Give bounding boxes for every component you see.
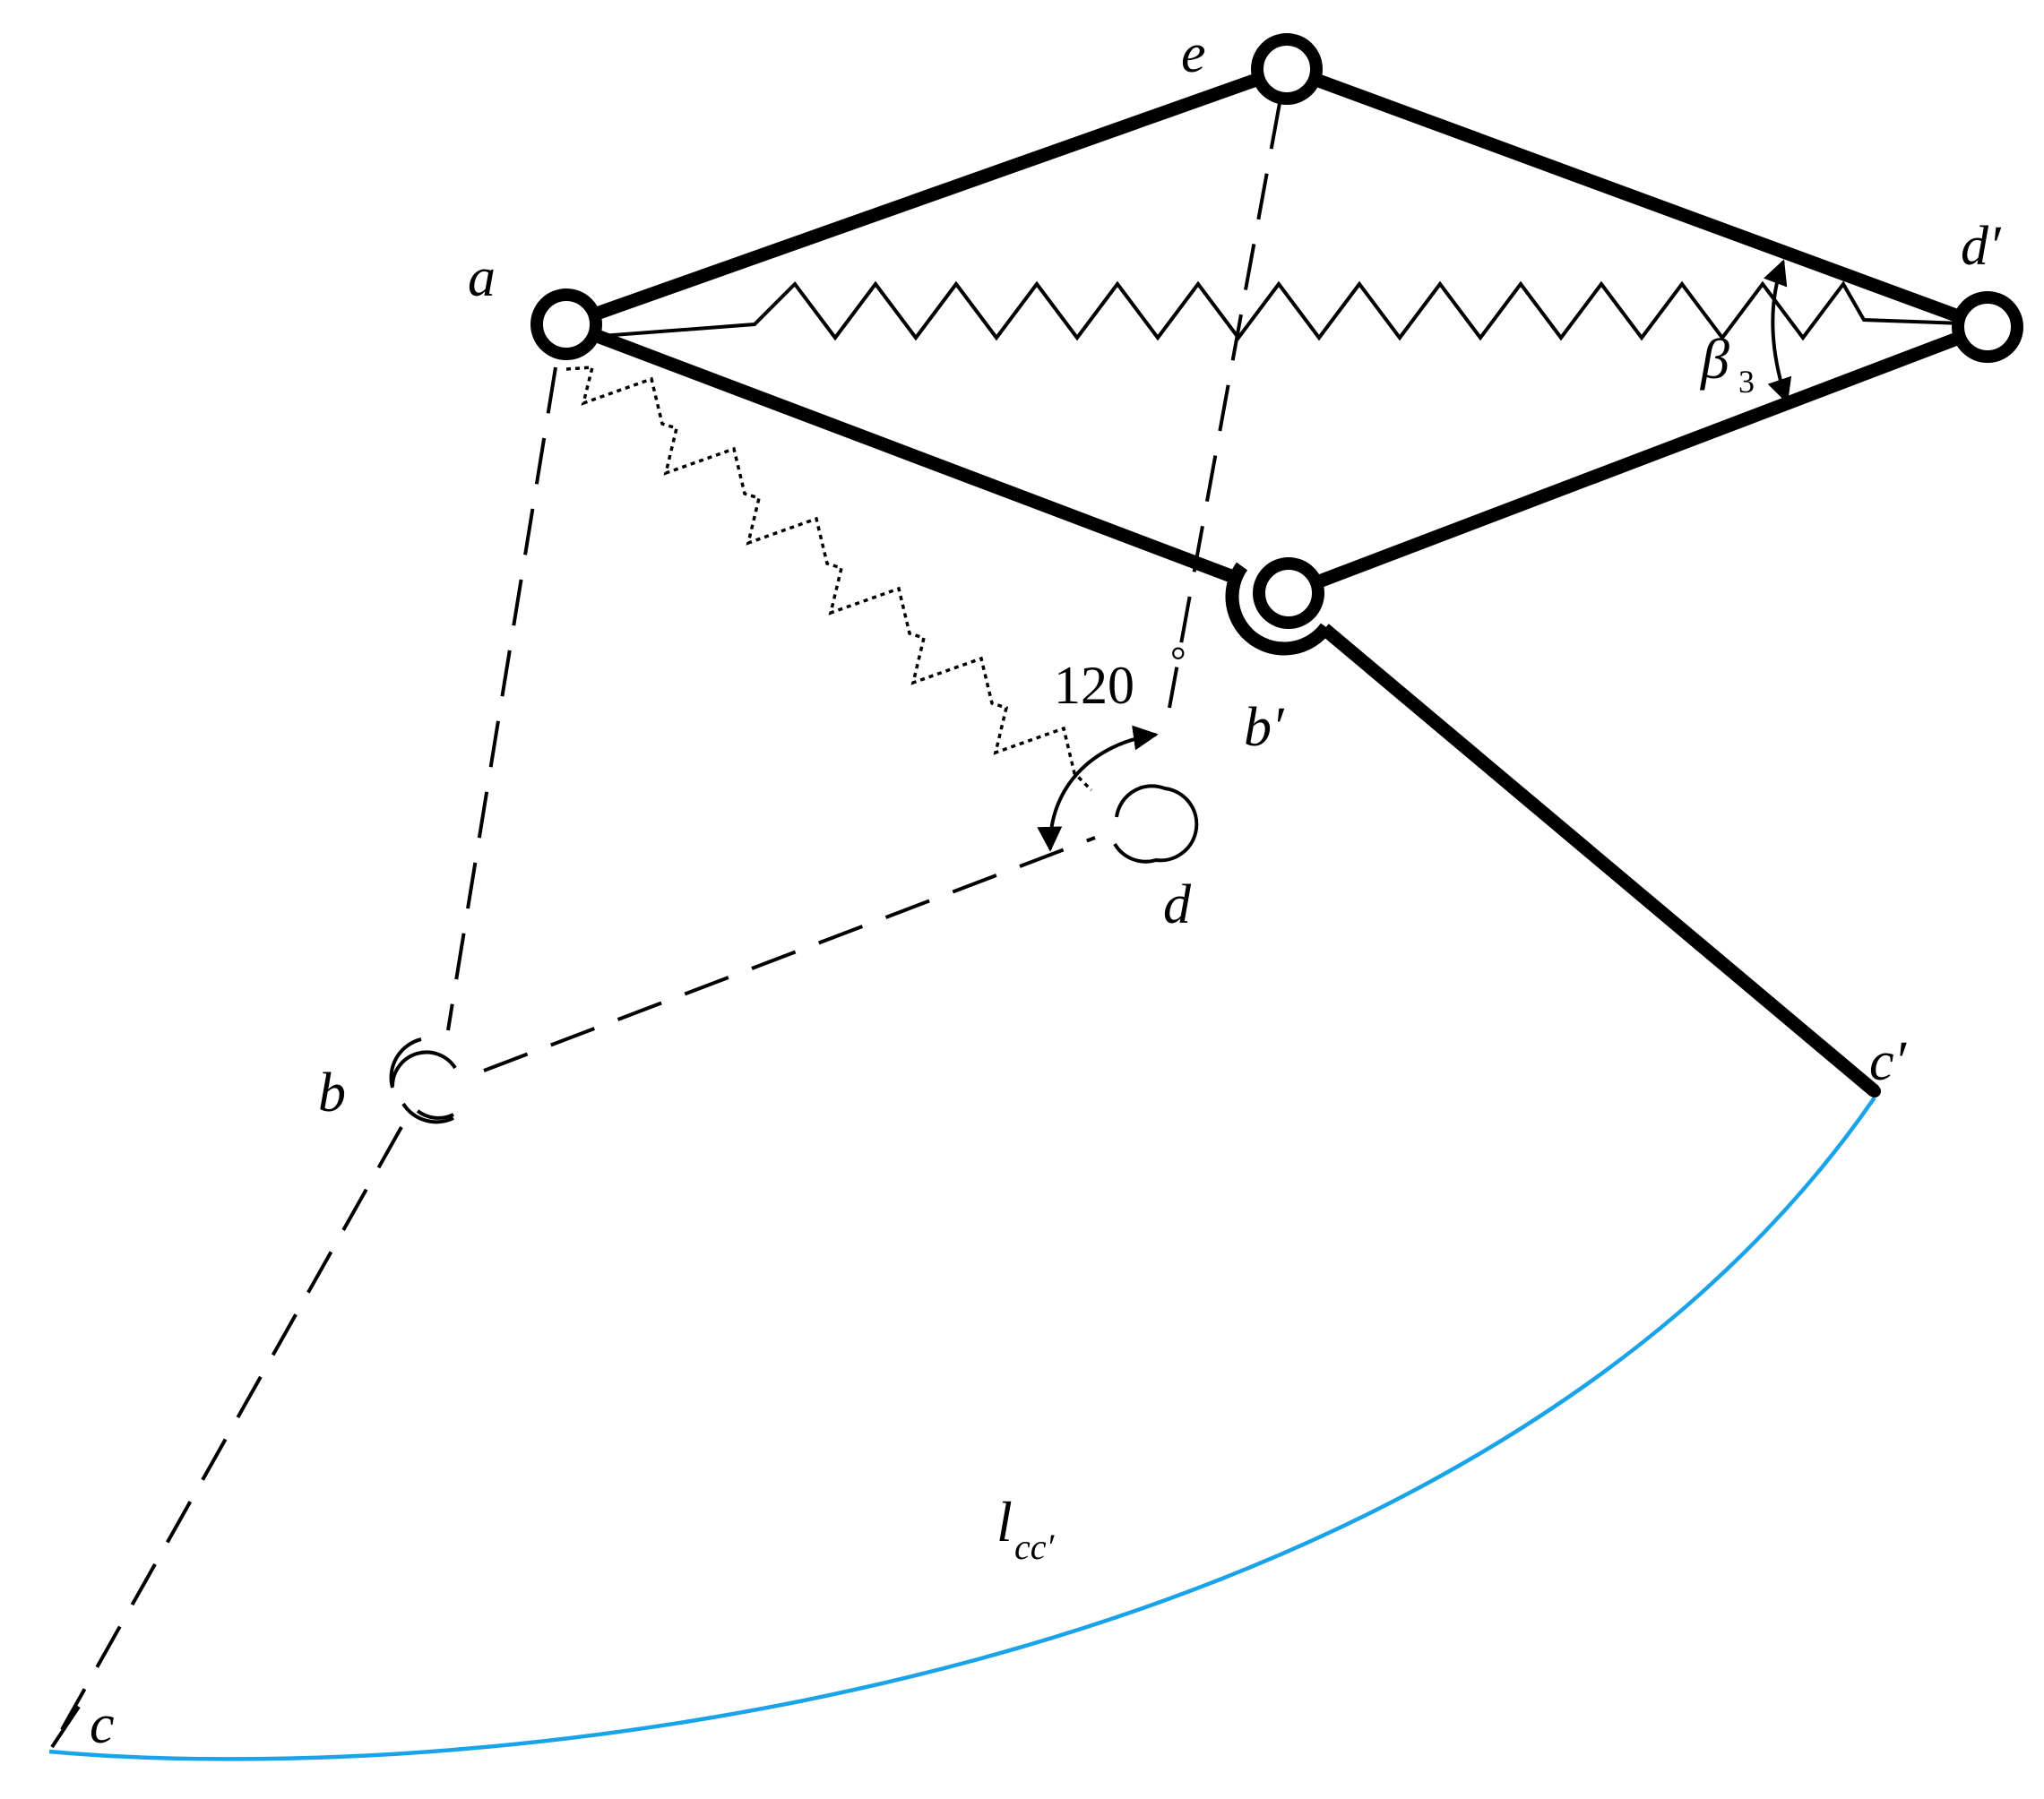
dashed-a-b [446,366,557,1031]
link-a-e [564,62,1289,331]
arc-c-cprime [48,1096,1876,1761]
dashed-b-d [483,836,1096,1072]
label-angle-120: 120 [1054,656,1134,715]
label-a: a [468,247,496,308]
pin-e [1251,33,1323,105]
hinge-b [391,1050,457,1120]
label-bprime: b′ [1244,697,1285,758]
pin-cprime [1868,1085,1881,1097]
link-bprime-dprime [1286,320,1990,600]
link-a-bprime [564,317,1234,583]
dashed-b-c [50,1126,403,1748]
label-angle-unit: ° [1170,639,1186,683]
pin-bprime [1253,557,1324,629]
label-b: b [318,1063,346,1123]
label-d: d [1163,874,1192,935]
pin-dprime [1952,291,2023,363]
hinge-bprime-sleeve [1225,562,1332,656]
spring-a-d-folded [565,366,1093,792]
beta3-arc [1764,259,1792,404]
hinge-b-cup [389,1037,454,1124]
label-c: c [90,1694,115,1755]
pin-a [530,288,602,360]
link-e-dprime [1284,62,1990,334]
label-cprime: c′ [1869,1031,1908,1092]
label-arc-sub: cc′ [1014,1527,1056,1567]
tick-c [50,1705,81,1749]
label-beta: β [1699,327,1729,391]
label-arc-l: l [996,1490,1013,1554]
label-e: e [1181,23,1206,84]
hinge-d [1113,784,1199,864]
dashed-e-down [1168,102,1281,709]
label-beta-sub: 3 [1738,364,1755,400]
link-bprime-cprime [1320,624,1879,1097]
spring-a-dprime [565,280,1988,341]
angle-120-arc [1037,725,1159,852]
label-dprime: d′ [1961,216,2002,277]
